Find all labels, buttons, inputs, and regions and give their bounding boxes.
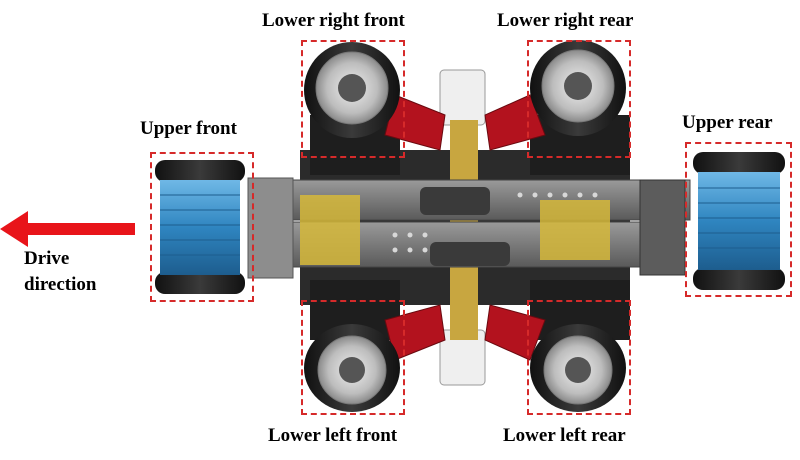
label-lower-right-rear: Lower right rear: [497, 10, 634, 31]
frame-lower-left-rear: [527, 300, 631, 415]
frame-lower-right-front: [301, 40, 405, 158]
label-lower-right-front: Lower right front: [262, 10, 405, 31]
label-drive-direction: Drive direction: [24, 248, 97, 295]
label-lower-left-rear: Lower left rear: [503, 425, 626, 446]
drive-direction-arrow: [0, 211, 135, 247]
frame-upper-rear: [685, 142, 792, 297]
lower-left-front-wheel: [304, 324, 400, 412]
label-upper-rear: Upper rear: [682, 112, 773, 133]
chassis-rails: [247, 177, 691, 279]
lower-right-rear-wheel: [530, 40, 626, 136]
label-lower-left-front: Lower left front: [268, 425, 398, 446]
upper-front-roller: [155, 160, 245, 294]
upper-rear-roller: [693, 152, 785, 290]
frame-lower-left-front: [301, 300, 405, 415]
lower-right-front-wheel: [304, 42, 400, 138]
lower-left-rear-wheel: [530, 324, 626, 412]
frame-upper-front: [150, 152, 254, 302]
frame-lower-right-rear: [527, 40, 631, 158]
suspension-arms: [384, 94, 546, 361]
label-upper-front: Upper front: [140, 118, 237, 139]
